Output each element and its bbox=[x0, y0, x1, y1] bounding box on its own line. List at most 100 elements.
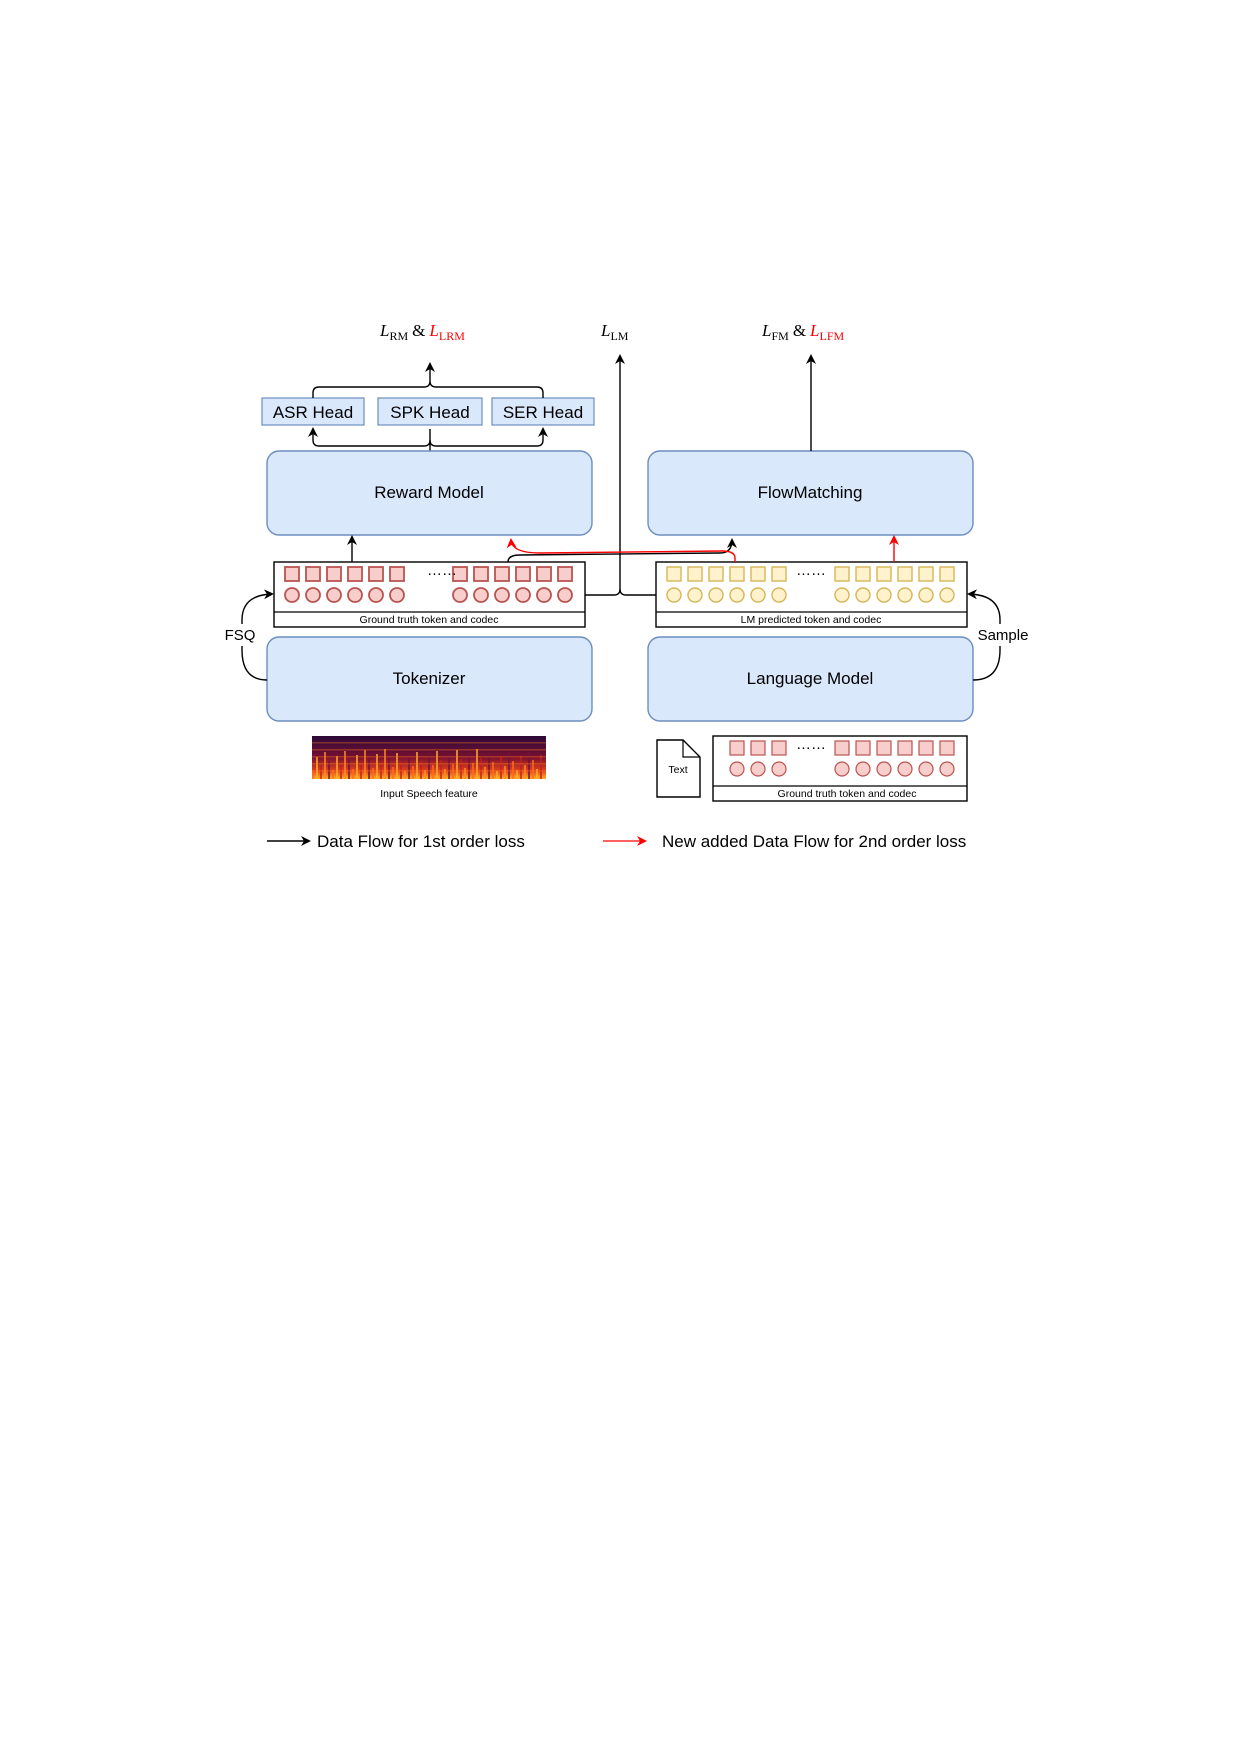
codec-circle bbox=[939, 761, 955, 777]
ser-head: SER Head bbox=[491, 397, 595, 426]
spectrogram-stripe bbox=[524, 765, 526, 779]
spectrogram-stripe bbox=[468, 754, 470, 779]
spectrogram-stripe bbox=[312, 771, 314, 779]
token-ellipsis: …… bbox=[796, 736, 826, 753]
token-square bbox=[666, 566, 682, 582]
spectrogram-stripe bbox=[492, 762, 494, 779]
spectrogram-harmonic bbox=[312, 763, 546, 765]
fsq-label: FSQ bbox=[225, 627, 256, 644]
sample-label: Sample bbox=[978, 627, 1029, 644]
codec-circle bbox=[729, 587, 745, 603]
spectrogram-stripe bbox=[456, 750, 458, 779]
lm-loss-flow-right bbox=[619, 588, 656, 596]
codec-circle bbox=[939, 587, 955, 603]
spectrogram-stripe bbox=[404, 771, 406, 779]
svg-text:ASR Head: ASR Head bbox=[273, 403, 353, 422]
token-square bbox=[918, 566, 934, 582]
spectrogram-stripe bbox=[528, 751, 530, 779]
codec-circle bbox=[687, 587, 703, 603]
svg-text:Language Model: Language Model bbox=[747, 669, 874, 688]
codec-circle bbox=[347, 587, 363, 603]
legend-second-order-label: New added Data Flow for 2nd order loss bbox=[662, 832, 966, 851]
codec-circle bbox=[473, 587, 489, 603]
spk-head: SPK Head bbox=[377, 397, 483, 426]
spectrogram-stripe bbox=[336, 756, 338, 779]
token-ellipsis: …… bbox=[427, 562, 457, 579]
spectrogram-stripe bbox=[368, 759, 370, 779]
spectrogram-stripe bbox=[396, 753, 398, 779]
codec-circle bbox=[897, 587, 913, 603]
spectrogram-stripe bbox=[480, 758, 482, 779]
spectrogram-stripe bbox=[376, 754, 378, 779]
token-square bbox=[855, 566, 871, 582]
codec-circle bbox=[834, 587, 850, 603]
codec-circle bbox=[452, 587, 468, 603]
codec-circle bbox=[771, 587, 787, 603]
codec-circle bbox=[494, 587, 510, 603]
speech-spectrogram-image: Input Speech feature bbox=[312, 736, 546, 800]
token-square bbox=[897, 740, 913, 756]
spectrogram-stripe bbox=[380, 763, 382, 779]
token-square bbox=[452, 566, 468, 582]
codec-circle bbox=[515, 587, 531, 603]
codec-circle bbox=[368, 587, 384, 603]
spectrogram-stripe bbox=[372, 768, 374, 779]
token-square bbox=[473, 566, 489, 582]
spectrogram-stripe bbox=[340, 765, 342, 779]
token-square bbox=[834, 566, 850, 582]
spectrogram-stripe bbox=[504, 766, 506, 779]
tokenizer-box: Tokenizer bbox=[266, 636, 593, 722]
spectrogram-stripe bbox=[428, 756, 430, 779]
spectrogram-stripe bbox=[384, 749, 386, 779]
codec-circle bbox=[284, 587, 300, 603]
spectrogram-stripe bbox=[416, 752, 418, 779]
spectrogram-stripe bbox=[484, 767, 486, 779]
codec-circle bbox=[918, 761, 934, 777]
spectrogram-stripe bbox=[328, 761, 330, 779]
spectrogram-stripe bbox=[424, 770, 426, 779]
token-square bbox=[729, 740, 745, 756]
loss-lm-label: LLM bbox=[600, 321, 629, 343]
codec-circle bbox=[750, 587, 766, 603]
token-square bbox=[897, 566, 913, 582]
codec-circle bbox=[834, 761, 850, 777]
spectrogram-stripe bbox=[536, 769, 538, 779]
text-document-icon: Text bbox=[656, 739, 701, 798]
spectrogram-harmonic bbox=[312, 770, 546, 772]
token-square bbox=[918, 740, 934, 756]
token-square bbox=[771, 740, 787, 756]
spectrogram-stripe bbox=[436, 751, 438, 779]
spectrogram-stripe bbox=[388, 758, 390, 779]
gt-token-caption-bottom: Ground truth token and codec bbox=[778, 788, 917, 800]
spectrogram-stripe bbox=[392, 767, 394, 779]
spectrogram-stripe bbox=[344, 751, 346, 779]
loss-rm-label: LRM&LLRM bbox=[379, 321, 465, 343]
lm-token-caption: LM predicted token and codec bbox=[741, 614, 882, 626]
token-square bbox=[729, 566, 745, 582]
spectrogram-stripe bbox=[348, 760, 350, 779]
spectrogram-stripe bbox=[360, 764, 362, 779]
codec-circle bbox=[855, 587, 871, 603]
spectrogram-stripe bbox=[488, 753, 490, 779]
token-square bbox=[557, 566, 573, 582]
token-square bbox=[326, 566, 342, 582]
spectrogram-stripe bbox=[356, 755, 358, 779]
codec-circle bbox=[666, 587, 682, 603]
lm-token-panel: …… LM predicted token and codec bbox=[655, 561, 968, 628]
codec-circle bbox=[750, 761, 766, 777]
token-square bbox=[708, 566, 724, 582]
spectrogram-stripe bbox=[520, 756, 522, 779]
spectrogram-harmonic bbox=[312, 742, 546, 744]
token-square bbox=[284, 566, 300, 582]
token-square bbox=[834, 740, 850, 756]
spectrogram-stripe bbox=[540, 755, 542, 779]
token-square bbox=[305, 566, 321, 582]
spectrogram-stripe bbox=[476, 749, 478, 779]
svg-text:SPK Head: SPK Head bbox=[390, 403, 469, 422]
spectrogram-stripe bbox=[316, 757, 318, 779]
asr-head: ASR Head bbox=[261, 397, 365, 426]
spectrogram-stripe bbox=[516, 770, 518, 779]
spectrogram-stripe bbox=[420, 761, 422, 779]
spectrogram-stripe bbox=[448, 755, 450, 779]
